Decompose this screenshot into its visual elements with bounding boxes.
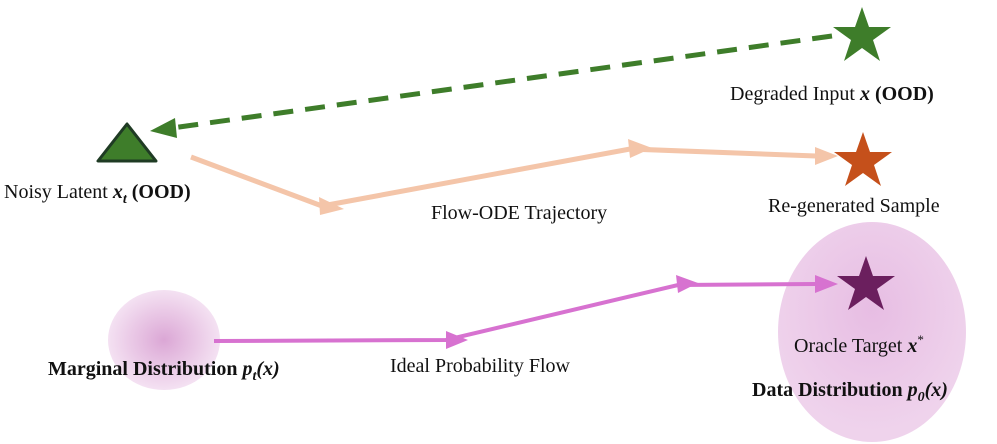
data-distribution-symbol: p	[907, 379, 918, 401]
data-distribution-argument: (x)	[924, 379, 948, 401]
marginal-distribution-text: Marginal Distribution	[48, 358, 243, 380]
trajectory-arrowhead-1	[319, 197, 344, 215]
marginal-distribution-argument: (x)	[256, 358, 280, 380]
degraded-input-text: Degraded Input	[730, 83, 860, 105]
data-distribution-label: Data Distribution p0(x)	[752, 378, 948, 410]
flow-arrowhead-3	[815, 275, 838, 293]
degraded-input-ood-tag: (OOD)	[869, 83, 934, 105]
degraded-input-label: Degraded Input x (OOD)	[730, 82, 934, 106]
trajectory-arrowhead-2	[628, 139, 652, 158]
degradation-arrow	[171, 33, 833, 131]
marginal-distribution-label: Marginal Distribution pt(x)	[48, 357, 280, 389]
data-distribution-subscript: 0	[917, 390, 925, 405]
green-triangle-icon	[96, 122, 158, 163]
data-distribution-text: Data Distribution	[752, 379, 908, 401]
trajectory-label: Flow-ODE Trajectory	[431, 202, 608, 224]
flow-ode-trajectory	[190, 146, 817, 209]
orange-star-icon	[834, 132, 892, 186]
noisy-latent-label: Noisy Latent xt (OOD)	[4, 180, 191, 212]
data-distribution-cloud	[778, 222, 966, 442]
noisy-latent-subscript: t	[122, 192, 127, 207]
degradation-arrowhead	[150, 118, 177, 138]
noisy-latent-ood-tag: (OOD)	[126, 181, 191, 203]
marginal-distribution-subscript: t	[252, 369, 257, 384]
regenerated-sample-label: Re-generated Sample	[768, 195, 940, 217]
purple-star-icon	[837, 256, 895, 310]
green-star-icon	[833, 7, 891, 61]
degraded-input-symbol: x	[859, 83, 870, 105]
ideal-flow-label: Ideal Probability Flow	[390, 355, 570, 377]
noisy-latent-symbol: x	[112, 181, 123, 203]
noisy-latent-text: Noisy Latent	[4, 181, 113, 203]
trajectory-arrowhead-3	[815, 147, 838, 165]
marginal-distribution-symbol: p	[242, 358, 253, 380]
oracle-target-text: Oracle Target	[794, 335, 908, 357]
oracle-target-superscript: *	[917, 332, 924, 347]
oracle-target-symbol: x	[907, 335, 918, 357]
marginal-distribution-cloud	[108, 290, 220, 390]
oracle-target-label: Oracle Target x*	[794, 328, 924, 358]
ideal-probability-flow	[213, 282, 816, 343]
flow-arrowhead-2	[676, 275, 698, 293]
flow-arrowhead-1	[446, 331, 468, 349]
